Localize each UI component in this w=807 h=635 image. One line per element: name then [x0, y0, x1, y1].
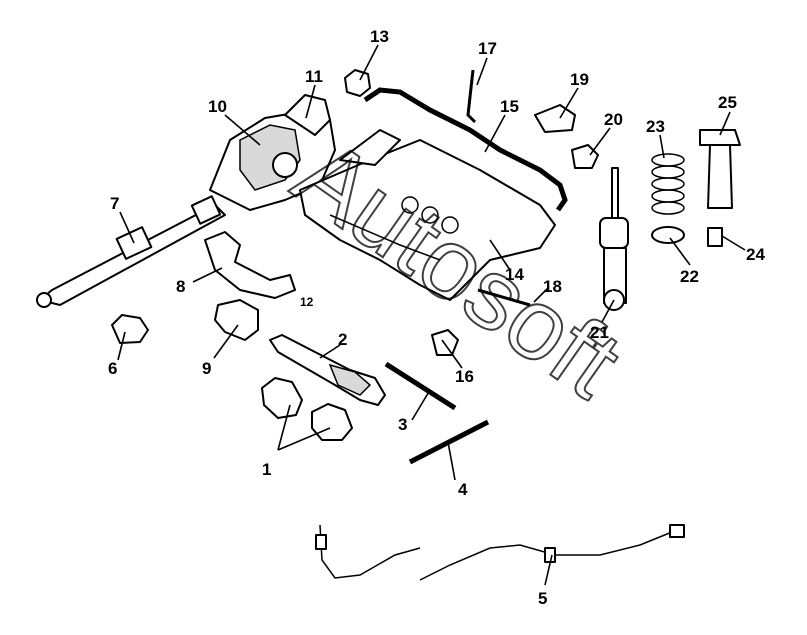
shock-absorber — [599, 167, 629, 311]
callout-7: 7 — [110, 194, 119, 213]
top-mount-25 — [699, 129, 741, 209]
callout-4: 4 — [458, 480, 468, 499]
callout-6: 6 — [108, 359, 117, 378]
callout-25: 25 — [718, 93, 737, 112]
bushing-16 — [431, 329, 459, 356]
callout-18: 18 — [543, 277, 562, 296]
rear-subframe — [299, 129, 556, 301]
stabilizer-bushing-13 — [344, 69, 371, 97]
coil-spring-23 — [651, 153, 685, 215]
leader-lines — [117, 44, 746, 586]
callout-16: 16 — [455, 367, 474, 386]
stabilizer-link-17 — [466, 69, 477, 124]
callout-13: 13 — [370, 27, 389, 46]
lateral-link-4 — [408, 419, 490, 465]
drive-shaft-boot-a — [261, 377, 303, 419]
callout-9: 9 — [202, 359, 211, 378]
callout-12: 12 — [300, 295, 314, 309]
callout-24: 24 — [746, 245, 765, 264]
trailing-arm — [204, 231, 296, 299]
callout-17: 17 — [478, 39, 497, 58]
mount-bracket-9 — [214, 299, 259, 341]
bump-stop-24 — [707, 227, 723, 247]
callout-10: 10 — [208, 97, 227, 116]
callout-20: 20 — [604, 110, 623, 129]
callout-2: 2 — [338, 330, 347, 349]
callout-8: 8 — [176, 277, 185, 296]
drive-shaft-boot-b — [311, 403, 353, 441]
bolt-18 — [477, 288, 531, 307]
callout-23: 23 — [646, 117, 665, 136]
lateral-link-3 — [384, 361, 457, 411]
stabilizer-bracket-19 — [534, 104, 576, 133]
callout-15: 15 — [500, 97, 519, 116]
callout-3: 3 — [398, 415, 407, 434]
mount-bushing-6 — [111, 314, 149, 344]
callout-11: 11 — [305, 67, 323, 86]
callout-19: 19 — [570, 70, 589, 89]
callout-21: 21 — [590, 323, 609, 342]
stabilizer-bushing-20 — [571, 144, 599, 169]
propeller-shaft — [36, 195, 226, 308]
callout-22: 22 — [680, 267, 699, 286]
callout-labels: 1 2 3 4 5 6 7 8 9 10 11 12 13 14 15 16 1… — [108, 27, 765, 608]
stabilizer-bar — [363, 87, 568, 212]
callout-5: 5 — [538, 589, 547, 608]
callout-1: 1 — [262, 460, 271, 479]
abs-sensor-wiring — [315, 524, 685, 581]
callout-14: 14 — [505, 265, 524, 284]
drive-shaft — [269, 334, 386, 406]
spring-seat-22 — [651, 226, 685, 244]
